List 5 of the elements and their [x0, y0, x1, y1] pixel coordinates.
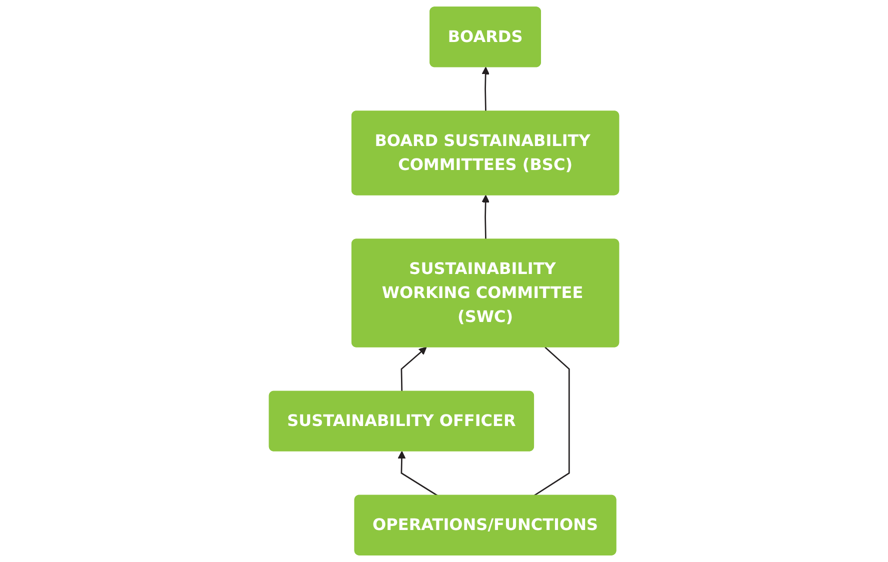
arrow: [400, 346, 427, 392]
arrow: [398, 450, 438, 496]
arrow: [482, 66, 490, 112]
connector: [533, 346, 570, 496]
arrow: [482, 194, 490, 240]
